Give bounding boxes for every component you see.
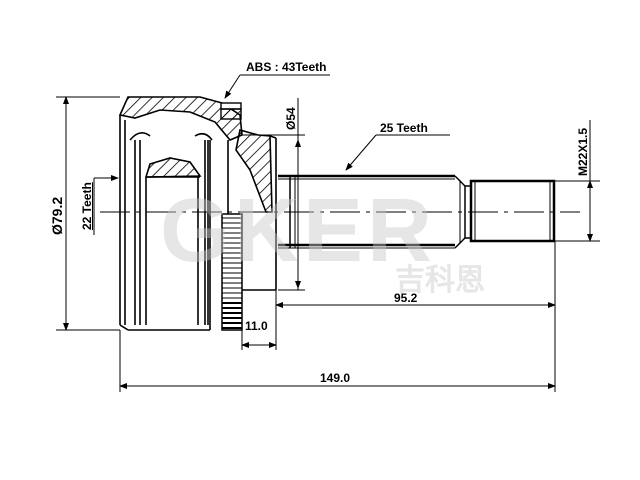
spline-shaft [278,174,556,249]
thread-label: M22X1.5 [576,127,590,176]
diameter-54-label: Ø54 [284,107,298,130]
dim-11-label: 11.0 [245,319,268,333]
watermark-brand-cn: 吉科恩 [395,264,485,297]
abs-teeth [221,213,243,331]
watermark-brand: GKER [160,181,437,281]
bell-housing [118,96,243,331]
outer-teeth-label: 25 Teeth [380,121,428,135]
diameter-79-label: Ø79.2 [49,196,65,235]
abs-teeth-label: ABS : 43Teeth [246,60,327,74]
dimension-lines [56,74,600,392]
abs-ring-top [220,102,242,120]
inner-teeth-label: 22 Teeth [80,182,94,230]
dim-95-label: 95.2 [394,291,418,305]
dim-149-label: 149.0 [320,371,351,385]
